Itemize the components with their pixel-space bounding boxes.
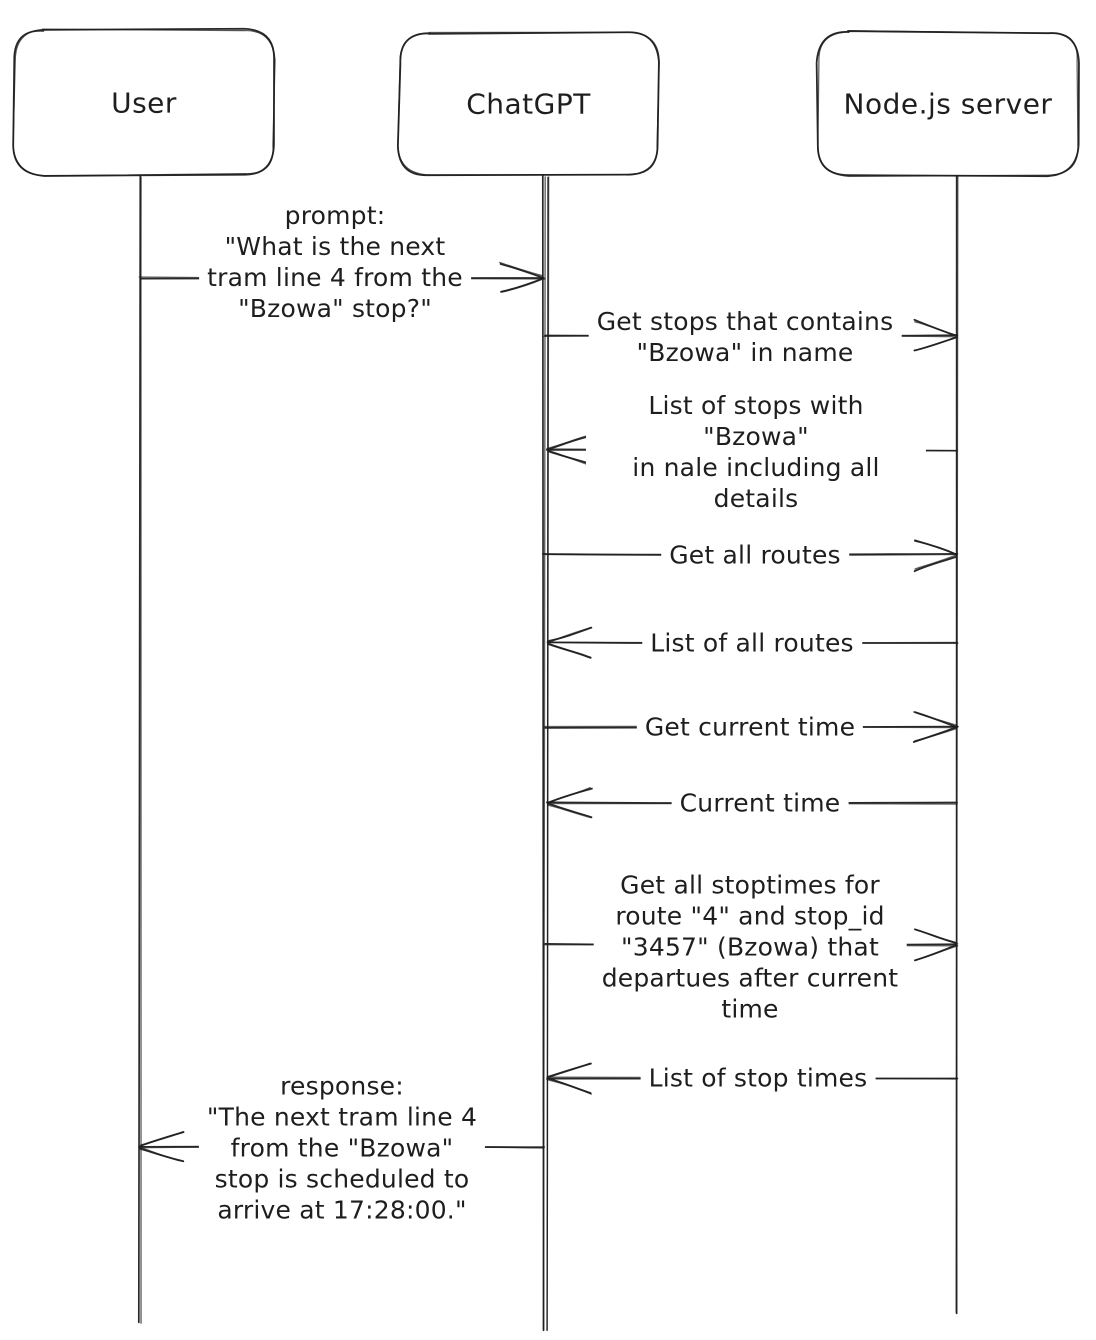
message-label-8: Get all stoptimes for route "4" and stop… bbox=[593, 868, 907, 1026]
message-label-2: Get stops that contains "Bzowa" in name bbox=[588, 305, 902, 369]
message-label-4: Get all routes bbox=[661, 538, 849, 572]
message-label-6: Get current time bbox=[636, 710, 864, 744]
message-label-9: List of stop times bbox=[640, 1061, 876, 1095]
message-label-5: List of all routes bbox=[642, 626, 862, 660]
actor-box-user bbox=[12, 27, 276, 177]
message-label-10: response: "The next tram line 4 from the… bbox=[198, 1069, 486, 1227]
message-label-7: Current time bbox=[671, 786, 849, 820]
actor-box-nodejs bbox=[815, 30, 1080, 178]
actor-label-chatgpt: ChatGPT bbox=[466, 87, 591, 121]
actor-label-nodejs: Node.js server bbox=[843, 87, 1053, 120]
message-label-1: prompt: "What is the next tram line 4 fr… bbox=[199, 199, 471, 325]
lifeline-chatgpt bbox=[541, 174, 550, 1332]
actor-label-user: User bbox=[111, 86, 177, 119]
lifeline-nodejs bbox=[955, 175, 959, 1315]
lifeline-user bbox=[137, 175, 142, 1324]
actor-box-chatgpt bbox=[396, 31, 660, 177]
message-label-3: List of stops with "Bzowa" in nale inclu… bbox=[586, 389, 926, 515]
